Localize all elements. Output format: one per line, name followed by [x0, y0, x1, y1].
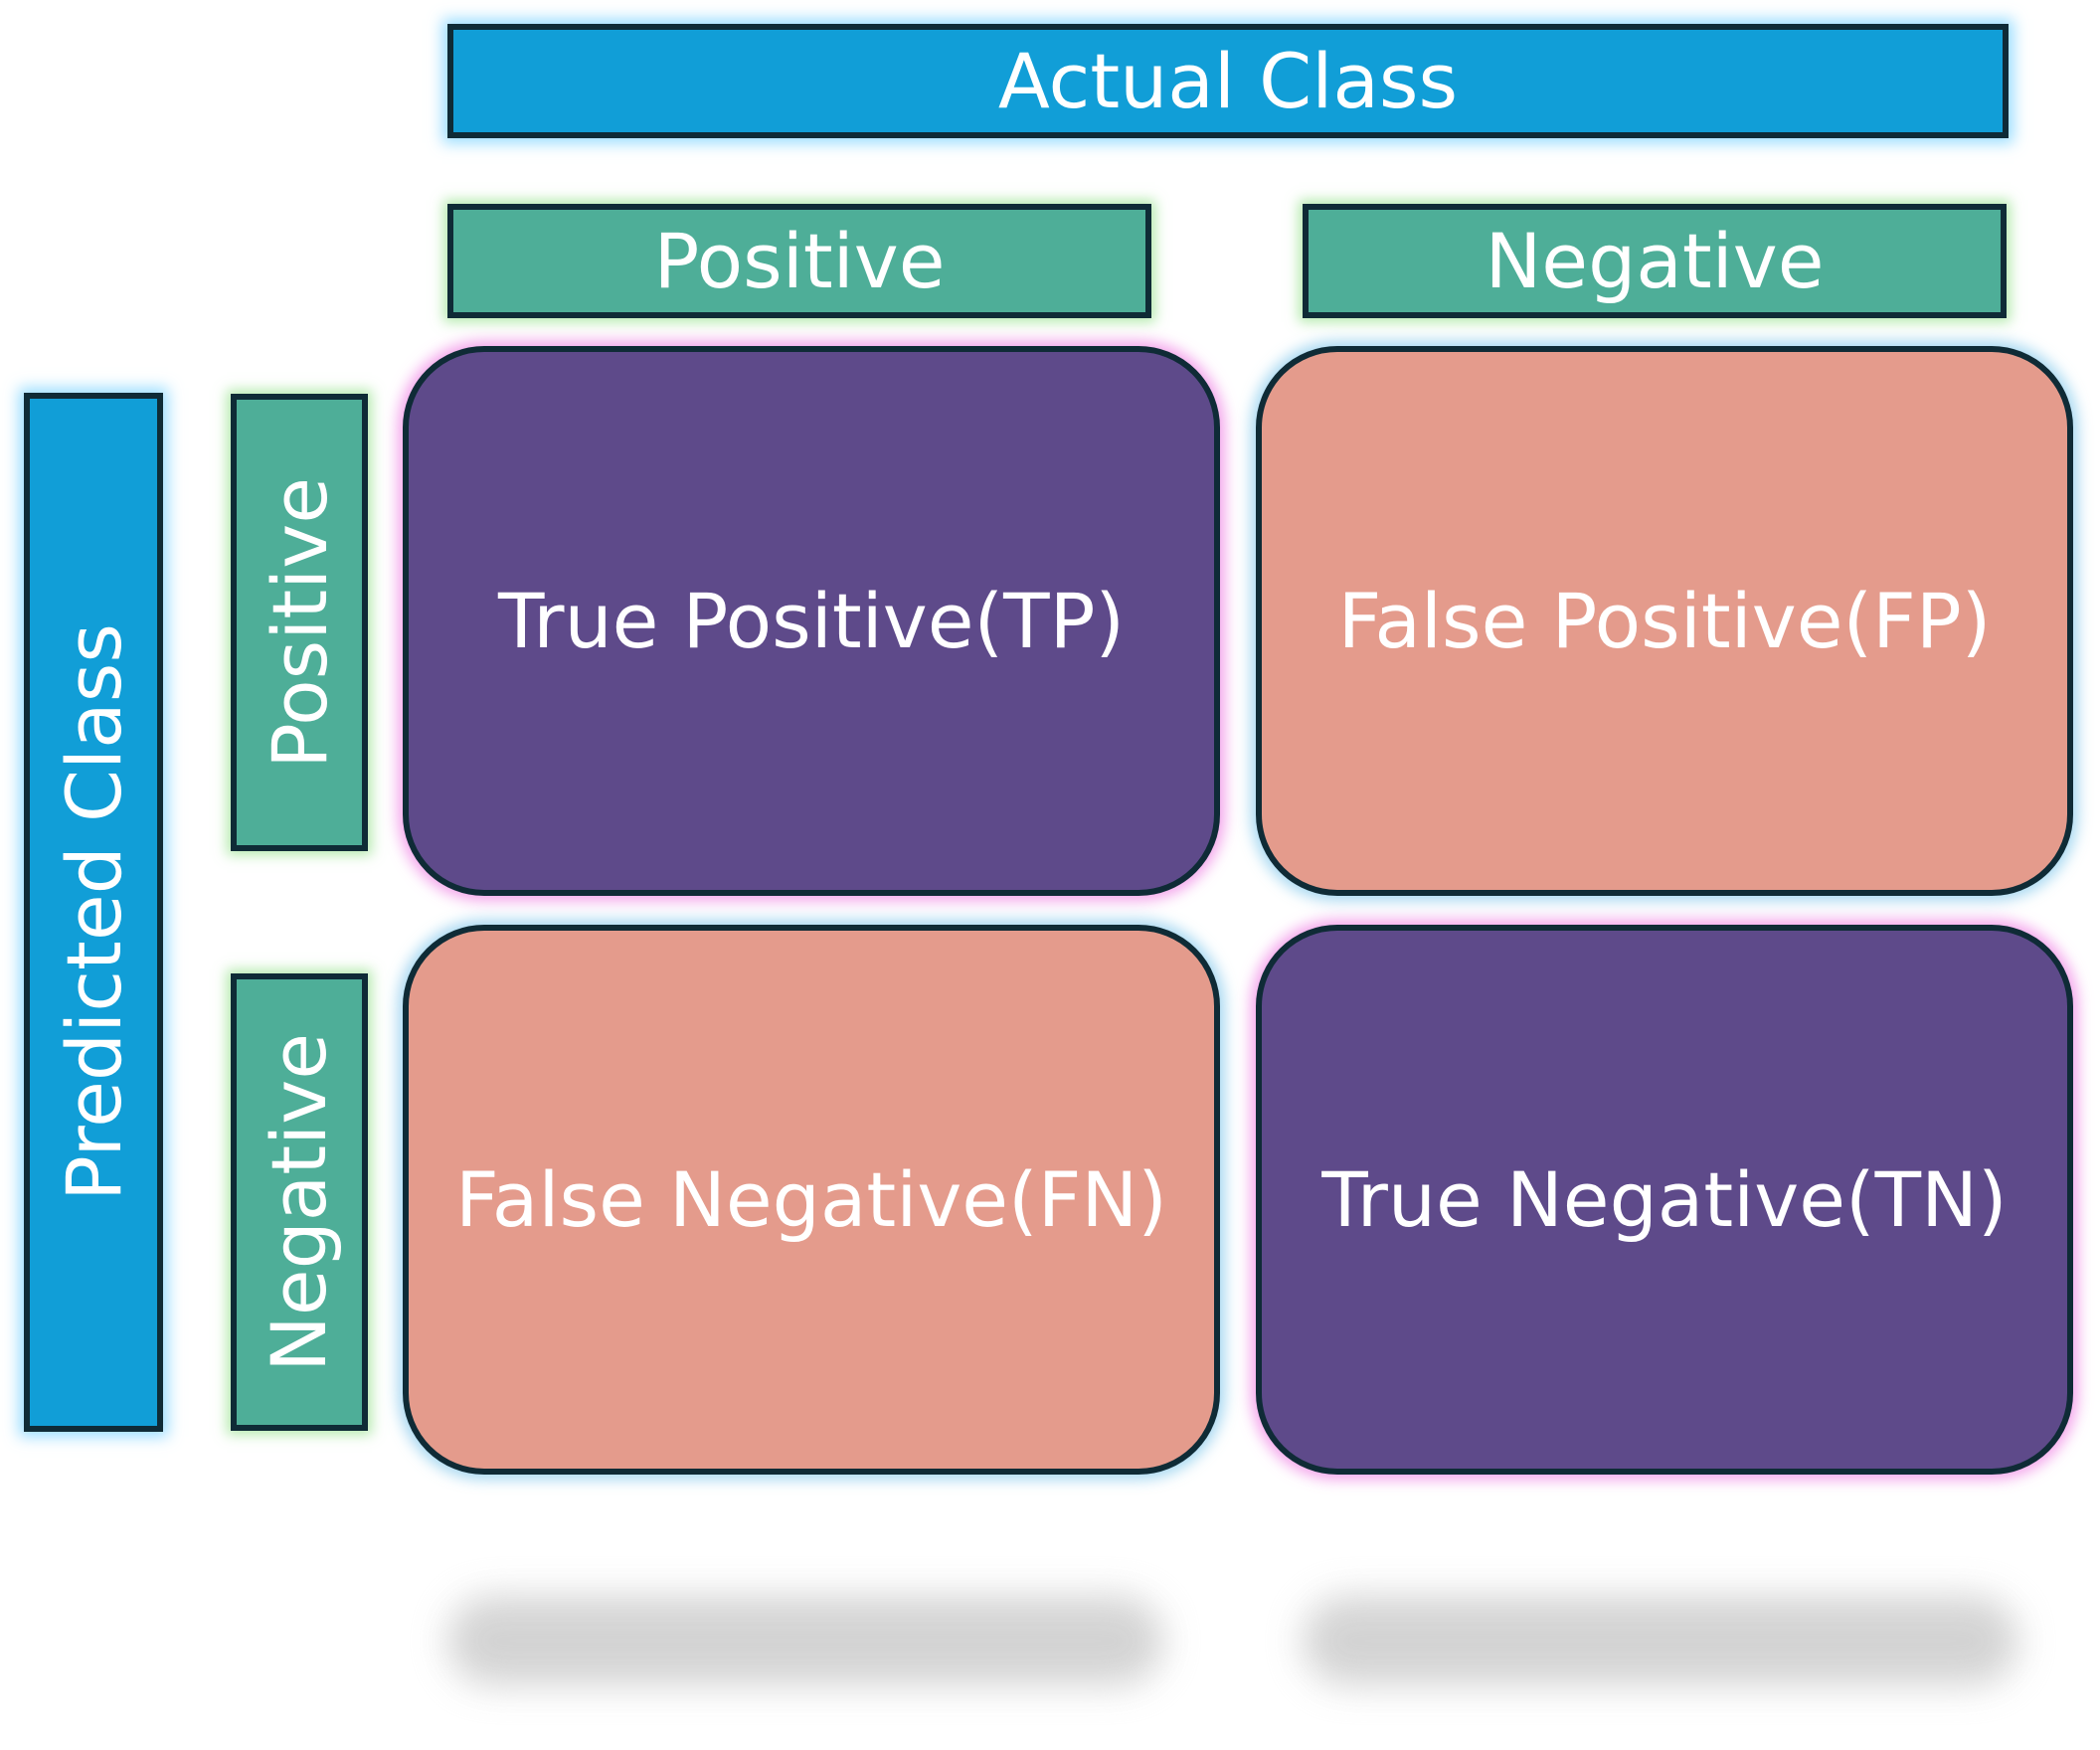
actual-class-label: Actual Class — [997, 37, 1459, 125]
cell-false-positive-label: False Positive(FP) — [1337, 577, 1992, 665]
reflection-shadow-left — [447, 1596, 1163, 1685]
column-header-positive-label: Positive — [653, 217, 946, 305]
column-header-negative-label: Negative — [1485, 217, 1825, 305]
cell-true-positive: True Positive(TP) — [403, 346, 1220, 896]
reflection-shadow-right — [1303, 1596, 2018, 1685]
predicted-class-header: Predicted Class — [24, 393, 163, 1432]
row-header-negative-label: Negative — [255, 1032, 344, 1372]
cell-false-negative: False Negative(FN) — [403, 925, 1220, 1475]
cell-true-positive-label: True Positive(TP) — [497, 577, 1126, 665]
actual-class-header: Actual Class — [447, 24, 2009, 138]
predicted-class-label: Predicted Class — [49, 623, 138, 1201]
row-header-negative: Negative — [231, 973, 368, 1431]
cell-false-positive: False Positive(FP) — [1256, 346, 2073, 896]
cell-false-negative-label: False Negative(FN) — [455, 1155, 1167, 1244]
cell-true-negative-label: True Negative(TN) — [1321, 1155, 2008, 1244]
column-header-negative: Negative — [1303, 204, 2007, 318]
row-header-positive-label: Positive — [255, 476, 344, 769]
column-header-positive: Positive — [447, 204, 1151, 318]
row-header-positive: Positive — [231, 394, 368, 851]
cell-true-negative: True Negative(TN) — [1256, 925, 2073, 1475]
